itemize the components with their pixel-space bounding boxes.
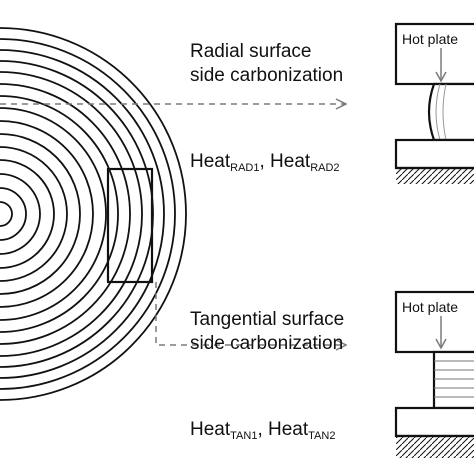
heat-tan2-sub: TAN2 xyxy=(308,430,336,442)
growth-ring xyxy=(0,187,27,241)
growth-ring xyxy=(0,120,94,308)
specimen-radial-rings xyxy=(435,83,447,141)
growth-ring xyxy=(0,49,165,379)
growth-ring xyxy=(0,27,187,401)
growth-ring xyxy=(0,95,119,333)
ground-hatch-top xyxy=(396,168,474,184)
growth-ring xyxy=(0,107,107,321)
specimen-radial xyxy=(427,82,474,142)
specimen-tangential-rings xyxy=(434,360,474,398)
tangential-heat-label: HeatTAN1, HeatTAN2 xyxy=(190,416,335,450)
heat-rad1-base: Heat xyxy=(190,151,231,172)
radial-title-line2: side carbonization xyxy=(190,65,344,86)
base-plate-top xyxy=(394,138,474,170)
specimen-block xyxy=(106,167,154,284)
growth-ring xyxy=(0,71,143,357)
heat-tan1-base: Heat xyxy=(190,419,231,440)
growth-ring xyxy=(0,201,13,227)
hot-plate-label-top: Hot plate xyxy=(402,31,459,47)
growth-ring xyxy=(0,83,131,345)
heat-arrowhead-bottom xyxy=(435,338,447,350)
heat-rad2-base: Heat xyxy=(270,151,311,172)
apparatus-top xyxy=(394,22,474,184)
growth-ring xyxy=(0,159,55,269)
heat-tan2-base: Heat xyxy=(268,419,309,440)
growth-ring xyxy=(0,146,68,282)
heat-rad2-sub: RAD2 xyxy=(310,162,340,174)
heat-tan1-sub: TAN1 xyxy=(230,430,258,442)
growth-rings xyxy=(0,27,187,401)
growth-ring xyxy=(0,38,176,390)
growth-ring xyxy=(0,173,41,255)
base-plate-bottom xyxy=(394,406,474,438)
heat-arrowhead-top xyxy=(435,71,447,83)
ground-hatch-bottom xyxy=(396,436,474,458)
heat-rad1-sub: RAD1 xyxy=(230,162,260,174)
heat-separator: , xyxy=(257,419,269,440)
apparatus-bottom xyxy=(394,290,474,458)
radial-heat-label: HeatRAD1, HeatRAD2 xyxy=(190,148,340,182)
hot-plate-bottom xyxy=(394,290,474,354)
radial-title-line1: Radial surface xyxy=(190,41,312,62)
tangential-arrow xyxy=(155,282,346,345)
tangential-title-line1: Tangential surface xyxy=(190,309,345,330)
heat-separator: , xyxy=(259,151,271,172)
hot-plate-label-bottom: Hot plate xyxy=(402,299,459,315)
specimen-tangential xyxy=(432,350,474,410)
dashed-arrows xyxy=(0,104,346,345)
growth-ring xyxy=(0,133,81,295)
tangential-title-line2: side carbonization xyxy=(190,333,344,354)
